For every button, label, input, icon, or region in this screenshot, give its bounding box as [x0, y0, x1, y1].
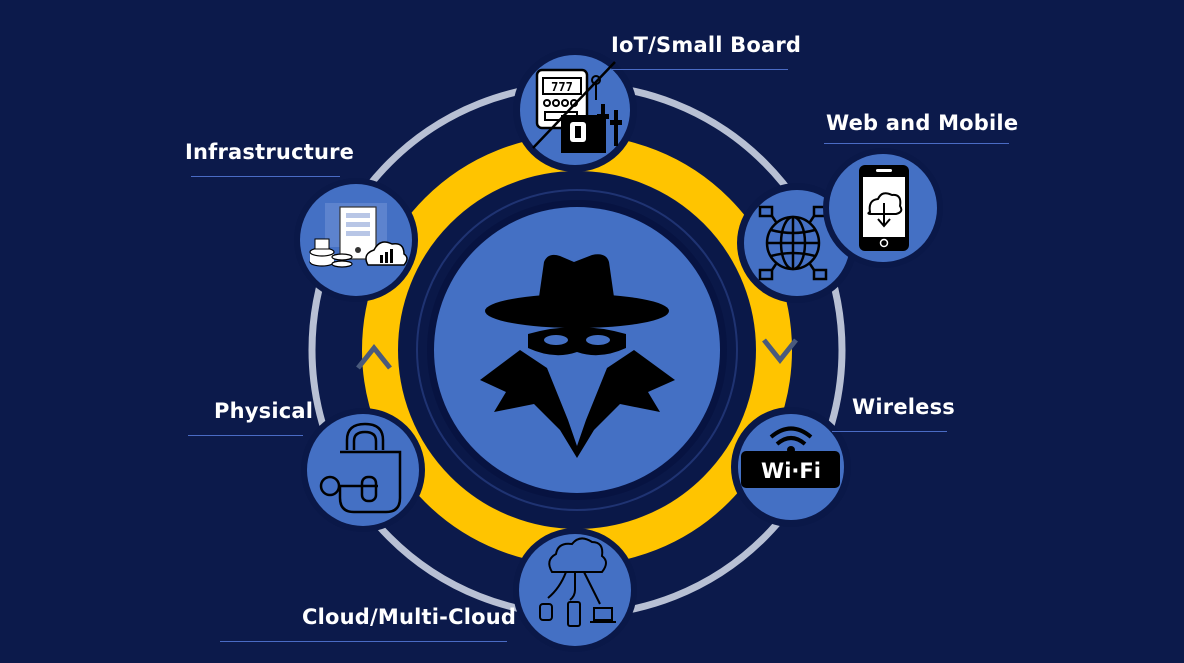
infrastructure-node[interactable]	[294, 178, 418, 302]
underline-wireless	[832, 431, 947, 432]
label-infra: Infrastructure	[185, 140, 355, 164]
underline-physical	[188, 435, 303, 436]
label-wireless: Wireless	[852, 395, 956, 419]
cloud-devices-icon	[539, 537, 616, 627]
slot-digits: 777	[551, 80, 573, 94]
inner-thin-ring	[416, 189, 738, 511]
server-cloud-database-icon	[309, 203, 408, 268]
iot-node[interactable]: 777	[513, 48, 637, 172]
underline-web	[824, 143, 1009, 144]
wireless-node[interactable]: Wi·Fi	[731, 407, 851, 527]
label-cloud: Cloud/Multi-Cloud	[302, 605, 517, 629]
label-physical: Physical	[214, 399, 314, 423]
underline-infra	[191, 176, 340, 177]
physical-node[interactable]	[301, 408, 425, 532]
padlock-key-icon	[319, 422, 402, 514]
label-web: Web and Mobile	[826, 111, 1019, 135]
globe-network-icon	[758, 205, 828, 281]
underline-cloud	[220, 641, 507, 642]
wifi-icon: Wi·Fi	[741, 426, 840, 488]
chevron-down-icon	[762, 338, 798, 365]
mobile-node[interactable]	[823, 148, 943, 268]
smartphone-download-icon	[859, 165, 909, 251]
label-iot: IoT/Small Board	[611, 33, 802, 57]
spy-hat-icon	[480, 254, 675, 458]
chevron-up-icon	[356, 343, 392, 370]
underline-iot	[612, 69, 788, 70]
slot-machine-circuit-icon: 777	[532, 61, 622, 153]
spy-glasses	[544, 335, 610, 345]
cloud-node[interactable]	[513, 528, 637, 652]
wifi-text: Wi·Fi	[761, 459, 821, 483]
